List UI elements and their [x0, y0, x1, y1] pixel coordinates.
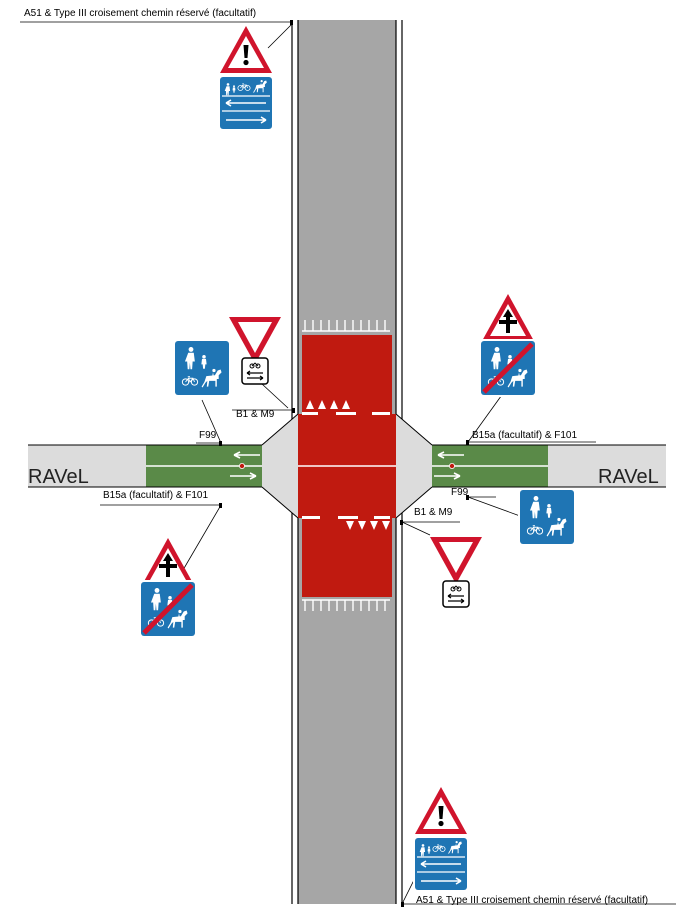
- crossroad-priority-triangle-icon: [482, 294, 534, 341]
- yield-triangle-icon: [229, 317, 281, 364]
- b15a-right-label: B15a (facultatif) & F101: [472, 430, 578, 441]
- leader-lines: [20, 21, 676, 905]
- bollard-right: [448, 462, 455, 469]
- b1-m9-bottom-label: B1 & M9: [414, 507, 453, 518]
- end-reserved-path-sign-icon: [479, 339, 537, 397]
- bottom-note-label: A51 & Type III croisement chemin réservé…: [416, 895, 649, 906]
- yield-triangle-icon: [430, 537, 482, 584]
- transition-marks: [302, 320, 390, 611]
- b15a-left-label: B15a (facultatif) & F101: [103, 490, 209, 501]
- warning-triangle-icon: [220, 26, 272, 73]
- bicycle-arrows-plate-icon: [443, 581, 469, 607]
- pedestrian-cyclist-horse-sign-icon: [413, 836, 469, 892]
- warning-triangle-icon: [415, 787, 467, 834]
- lane-arrows: [230, 451, 464, 480]
- post-markers: [219, 20, 469, 907]
- cycle-path-left: [28, 413, 299, 519]
- f99-right-label: F99: [451, 487, 469, 498]
- crossroad-priority-triangle-icon: [142, 538, 194, 585]
- top-note-label: A51 & Type III croisement chemin réservé…: [24, 8, 257, 19]
- path-name-right: RAVeL: [598, 466, 659, 488]
- pedestrian-cyclist-horse-sign-icon: [173, 339, 231, 397]
- path-name-left: RAVeL: [28, 466, 89, 488]
- crossing-markings: [302, 400, 390, 530]
- bicycle-arrows-plate-icon: [242, 358, 268, 384]
- pedestrian-cyclist-horse-sign-icon: [518, 488, 576, 546]
- b1-m9-top-label: B1 & M9: [236, 409, 275, 420]
- end-reserved-path-sign-icon: [139, 580, 197, 638]
- pedestrian-cyclist-horse-sign-icon: [218, 75, 274, 131]
- red-crossing: [298, 335, 396, 597]
- bollard-left: [238, 462, 245, 469]
- f99-left-label: F99: [199, 430, 217, 441]
- cycle-path-right: [395, 413, 666, 519]
